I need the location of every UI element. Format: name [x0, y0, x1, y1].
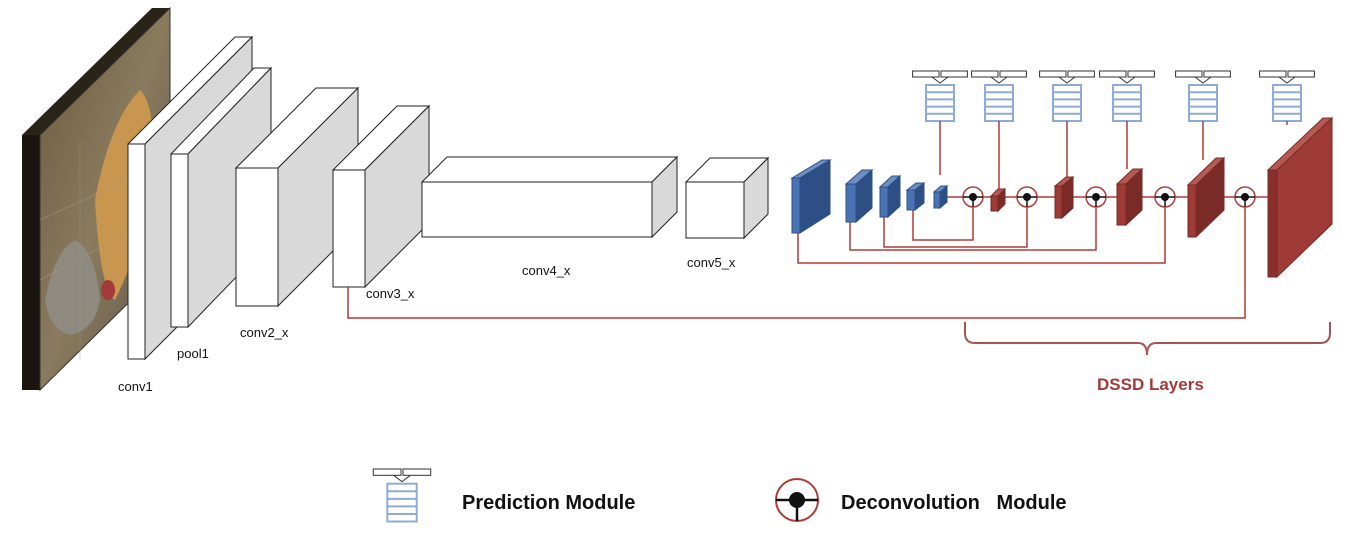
blue-map-4	[905, 181, 926, 212]
prediction-module	[1175, 70, 1231, 160]
prediction-module-icon	[372, 468, 432, 523]
ssd-feature-maps	[790, 159, 949, 234]
skip-line-blue2	[849, 208, 1097, 251]
conv3-block	[331, 104, 431, 289]
blue-map-2	[844, 168, 874, 224]
red-map-4	[1186, 156, 1226, 239]
blue-map-1	[790, 159, 832, 234]
deconvolution-modules	[962, 186, 1256, 208]
skip-line-blue4	[912, 208, 974, 241]
conv3-label: conv3_x	[366, 286, 415, 301]
red-map-3	[1115, 167, 1144, 227]
prediction-modules	[912, 70, 1315, 189]
prediction-module	[912, 70, 968, 175]
prediction-module	[1259, 70, 1315, 125]
red-map-1	[989, 187, 1007, 213]
prediction-module	[971, 70, 1027, 189]
deconvolution-module-icon	[1085, 186, 1107, 208]
red-map-2	[1053, 175, 1075, 220]
skip-line-conv3	[347, 208, 1246, 319]
blue-map-3	[878, 174, 902, 219]
dssd-feature-maps	[989, 116, 1334, 279]
dssd-brace	[964, 322, 1331, 356]
skip-line-blue1	[797, 208, 1166, 264]
legend: Prediction Module Deconvolution Module	[372, 468, 1067, 523]
deconvolution-module-icon	[962, 186, 984, 208]
deconvolution-module-icon	[1154, 186, 1176, 208]
prediction-module	[1039, 70, 1095, 177]
dssd-layers-label: DSSD Layers	[1097, 375, 1204, 394]
conv5-label: conv5_x	[687, 255, 736, 270]
conv5-block	[684, 156, 770, 240]
red-map-5	[1266, 116, 1334, 279]
legend-deconvolution-label: Deconvolution Module	[841, 492, 1067, 514]
conv4-block	[420, 155, 679, 239]
legend-prediction-label: Prediction Module	[462, 492, 635, 514]
conv2-block	[234, 86, 360, 308]
conv4-label: conv4_x	[522, 263, 571, 278]
blue-map-5	[932, 184, 949, 210]
skip-line-blue3	[883, 208, 1028, 248]
pool1-label: pool1	[177, 346, 209, 361]
conv2-label: conv2_x	[240, 325, 289, 340]
deconvolution-module-icon	[1016, 186, 1038, 208]
deconvolution-module-icon	[775, 478, 819, 522]
conv1-label: conv1	[118, 379, 153, 394]
prediction-module	[1099, 70, 1155, 169]
prediction-module-glyph	[372, 468, 432, 523]
deconvolution-module-icon	[1234, 186, 1256, 208]
